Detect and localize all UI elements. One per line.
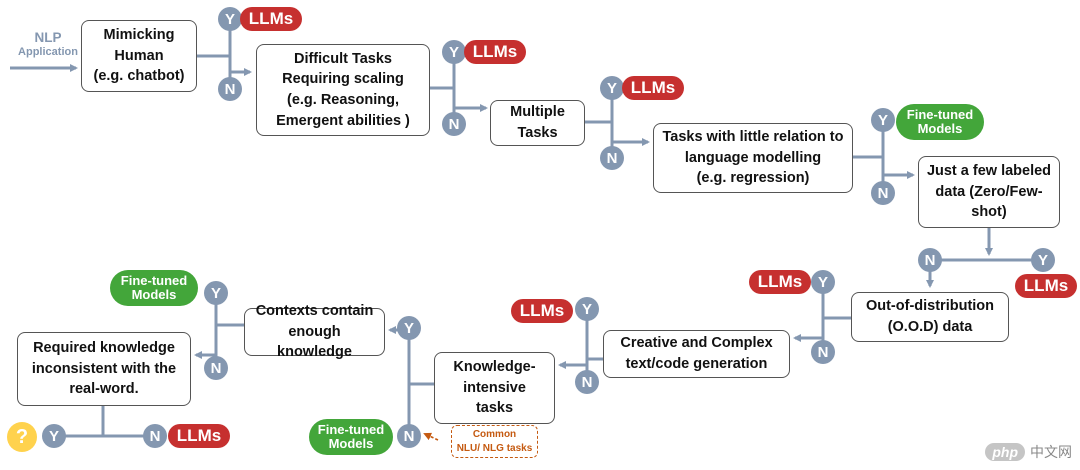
difficult-tasks-text: Difficult Tasks Requiring scaling (e.g. … xyxy=(276,50,410,129)
no-node: N xyxy=(143,424,167,448)
yes-node: Y xyxy=(600,76,624,100)
start-label-line2: Application xyxy=(18,45,78,58)
little-relation-text: Tasks with little relation to language m… xyxy=(662,129,844,187)
llms-outcome: LLMs xyxy=(240,7,302,31)
watermark: php 中文网 xyxy=(985,442,1072,462)
no-node: N xyxy=(442,112,466,136)
start-label-line1: NLP xyxy=(34,30,62,45)
creative-generation-box: Creative and Complex text/code generatio… xyxy=(603,330,790,378)
knowledge-inconsistent-text: Required knowledge inconsistent with the… xyxy=(31,340,177,398)
fine-tuned-outcome: Fine-tuned Models xyxy=(110,270,198,306)
yes-node: Y xyxy=(442,40,466,64)
no-node: N xyxy=(218,77,242,101)
llms-outcome: LLMs xyxy=(168,424,230,448)
llms-outcome: LLMs xyxy=(1015,274,1077,298)
watermark-text: 中文网 xyxy=(1030,445,1072,461)
common-tasks-note-line2: NLU/ NLG tasks xyxy=(456,442,533,454)
knowledge-inconsistent-box: Required knowledge inconsistent with the… xyxy=(17,332,191,406)
common-tasks-note-line1: Common xyxy=(472,429,517,440)
question-mark-icon: ? xyxy=(7,422,37,452)
yes-node: Y xyxy=(42,424,66,448)
yes-node: Y xyxy=(1031,248,1055,272)
llms-outcome: LLMs xyxy=(749,270,811,294)
few-labeled-data-text: Just a few labeled data (Zero/Few- shot) xyxy=(926,163,1052,221)
fine-tuned-outcome: Fine-tuned Models xyxy=(309,419,393,455)
contexts-knowledge-text: Contexts contain enough knowledge xyxy=(255,303,374,361)
yes-node: Y xyxy=(218,7,242,31)
yes-node: Y xyxy=(397,316,421,340)
no-node: N xyxy=(600,146,624,170)
no-node: N xyxy=(918,248,942,272)
ood-data-box: Out-of-distribution (O.O.D) data xyxy=(851,292,1009,342)
yes-node: Y xyxy=(575,297,599,321)
llms-outcome: LLMs xyxy=(622,76,684,100)
start-label: NLP Application xyxy=(8,30,88,58)
difficult-tasks-box: Difficult Tasks Requiring scaling (e.g. … xyxy=(256,44,430,136)
knowledge-intensive-text: Knowledge- intensive tasks xyxy=(453,359,536,417)
yes-node: Y xyxy=(204,281,228,305)
few-labeled-data-box: Just a few labeled data (Zero/Few- shot) xyxy=(918,156,1060,228)
llms-outcome: LLMs xyxy=(464,40,526,64)
no-node: N xyxy=(871,181,895,205)
creative-generation-text: Creative and Complex text/code generatio… xyxy=(620,335,773,372)
no-node: N xyxy=(397,424,421,448)
little-relation-box: Tasks with little relation to language m… xyxy=(653,123,853,193)
llms-outcome: LLMs xyxy=(511,299,573,323)
no-node: N xyxy=(575,370,599,394)
multiple-tasks-box: Multiple Tasks xyxy=(490,100,585,146)
common-tasks-note: Common NLU/ NLG tasks xyxy=(451,425,538,458)
yes-node: Y xyxy=(871,108,895,132)
yes-node: Y xyxy=(811,270,835,294)
no-node: N xyxy=(811,340,835,364)
mimicking-human-box: Mimicking Human (e.g. chatbot) xyxy=(81,20,197,92)
watermark-logo: php xyxy=(985,443,1025,461)
no-node: N xyxy=(204,356,228,380)
fine-tuned-outcome: Fine-tuned Models xyxy=(896,104,984,140)
contexts-knowledge-box: Contexts contain enough knowledge xyxy=(244,303,385,360)
mimicking-human-text: Mimicking Human (e.g. chatbot) xyxy=(93,27,185,85)
multiple-tasks-text: Multiple Tasks xyxy=(510,104,565,141)
ood-data-text: Out-of-distribution (O.O.D) data xyxy=(865,298,995,335)
knowledge-intensive-box: Knowledge- intensive tasks xyxy=(434,352,555,424)
